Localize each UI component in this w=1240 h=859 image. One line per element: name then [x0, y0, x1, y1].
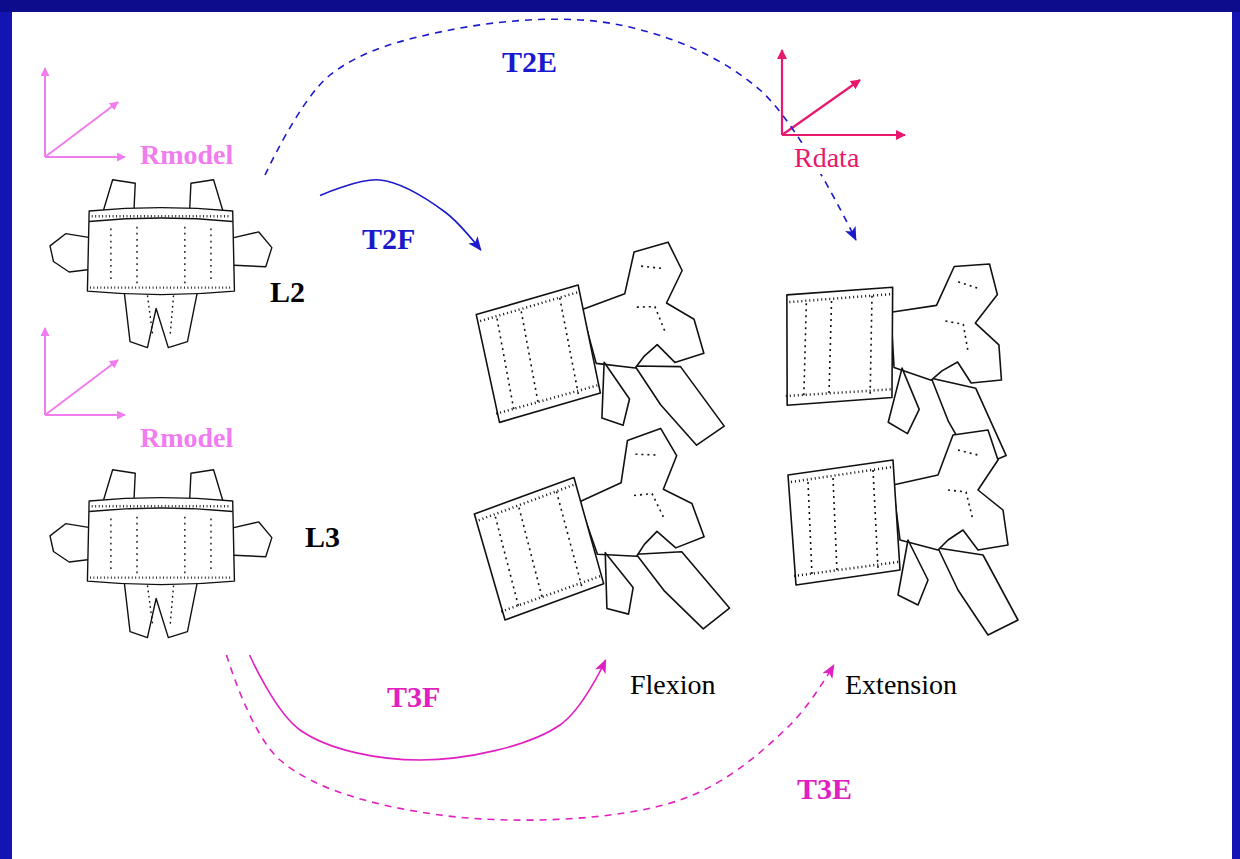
label-anchor: Rmodel [138, 423, 235, 454]
transform-label: T2F [360, 222, 417, 255]
label-anchor: T2F [360, 222, 417, 255]
vertebra-front [50, 180, 272, 348]
posture-pair: Flexion [460, 250, 720, 660]
label-anchor: T3F [385, 680, 442, 713]
part-label: L2 [270, 275, 305, 308]
label-anchor: Rdata [792, 143, 861, 174]
transform-label: T3F [385, 680, 442, 713]
frame-label: Rdata [792, 143, 861, 174]
vertebra-lateral [465, 422, 733, 670]
transform-label: T2E [500, 45, 559, 78]
transform-label: T3E [795, 772, 854, 805]
label-anchor: T2E [500, 45, 559, 78]
frame-bar [0, 0, 1240, 12]
vertebra-model: L2 [45, 175, 320, 345]
vertebra-model: L3 [45, 465, 375, 655]
vertebra-lateral [470, 238, 726, 473]
label-anchor: T3E [795, 772, 854, 805]
frame-axes [782, 50, 905, 135]
vertebra-lateral [788, 430, 1018, 635]
vertebra-front [50, 470, 272, 638]
frame-label: Rmodel [138, 423, 235, 454]
transform-arrow-dashed [227, 655, 834, 820]
transform-arrow-dashed [265, 19, 856, 240]
part-label: Flexion [630, 670, 716, 701]
transform-arrow [250, 655, 606, 760]
label-anchor: Rmodel [138, 140, 235, 171]
frame-label: Rmodel [138, 140, 235, 171]
posture-pair: Extension [775, 240, 1020, 665]
part-label: L3 [305, 520, 340, 553]
part-label: Extension [845, 670, 957, 701]
